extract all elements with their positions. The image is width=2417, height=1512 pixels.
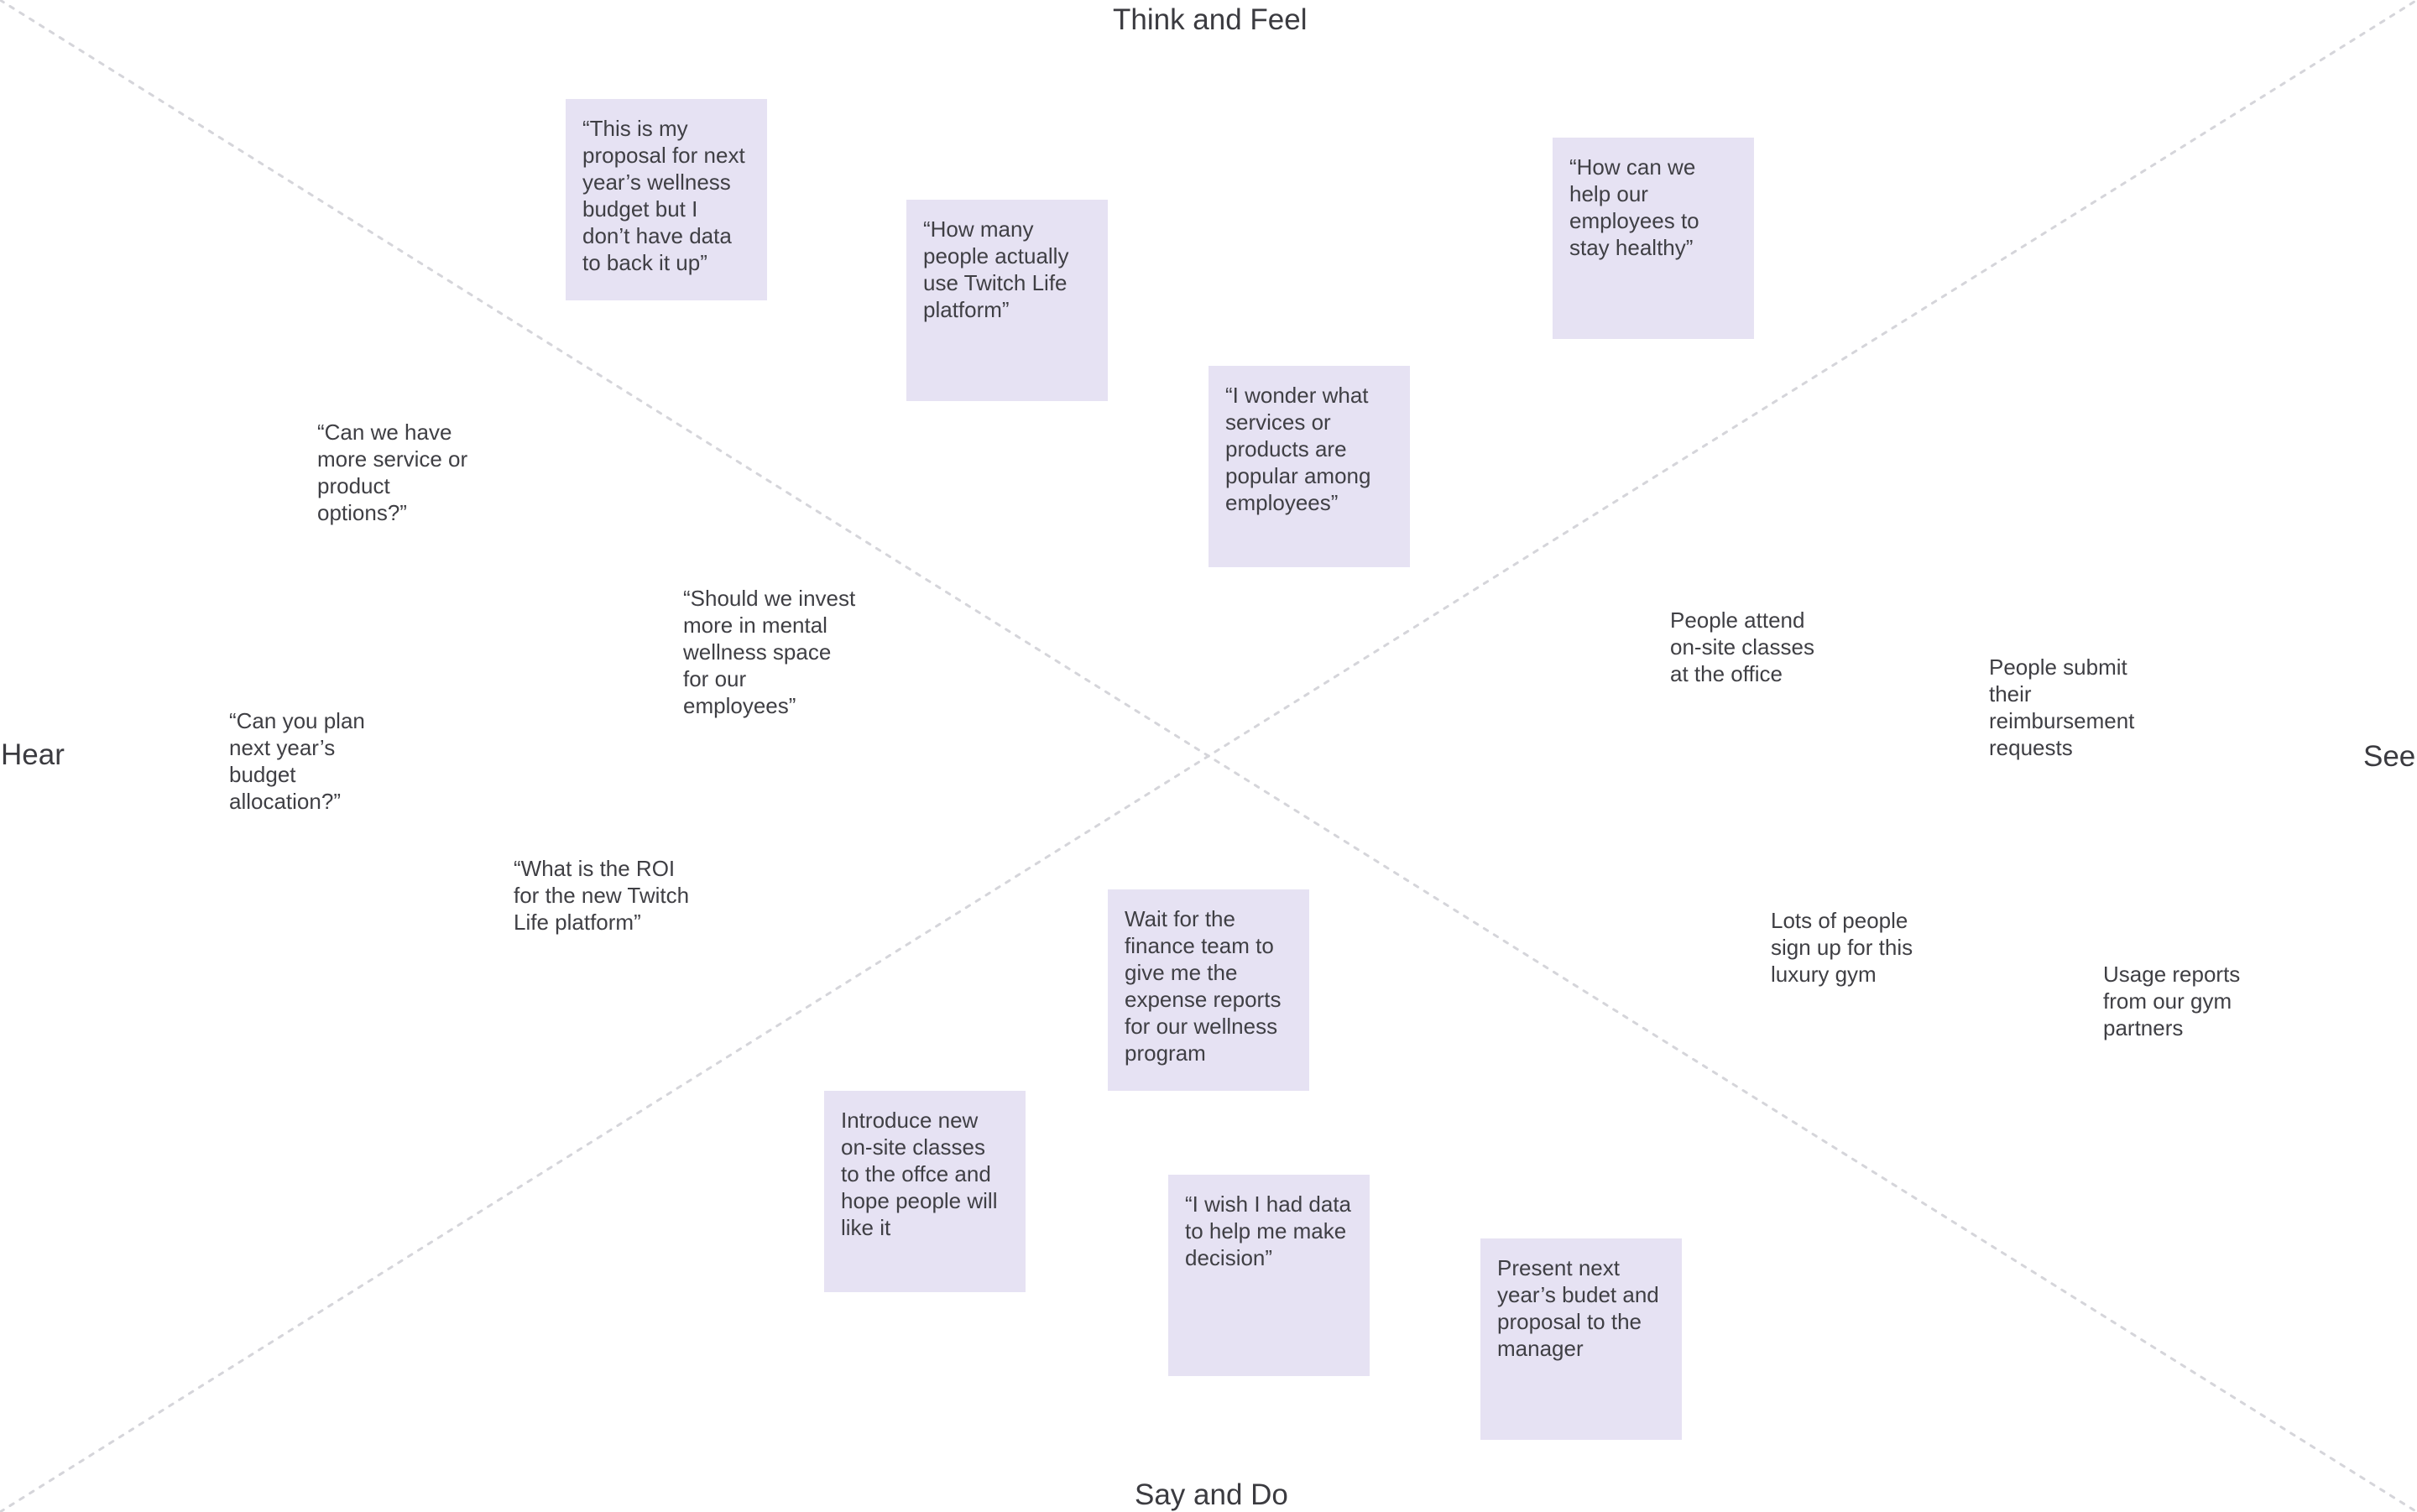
quadrant-label-say-and-do: Say and Do	[1135, 1478, 1288, 1511]
sticky-note[interactable]: Introduce new on-site classes to the off…	[824, 1091, 1026, 1292]
see-note[interactable]: Lots of people sign up for this luxury g…	[1771, 908, 1913, 987]
see-note[interactable]: People submit their reimbursement reques…	[1989, 654, 2135, 760]
sticky-note[interactable]: “How many people actually use Twitch Lif…	[906, 200, 1108, 401]
hear-note[interactable]: “Can you plan next year’s budget allocat…	[229, 708, 365, 814]
sticky-note[interactable]: “This is my proposal for next year’s wel…	[566, 99, 767, 300]
sticky-note[interactable]: “I wonder what services or products are …	[1208, 366, 1410, 567]
sticky-note[interactable]: Wait for the finance team to give me the…	[1108, 889, 1309, 1091]
hear-note[interactable]: “Should we invest more in mental wellnes…	[683, 586, 856, 718]
see-note[interactable]: People attend on-site classes at the off…	[1670, 607, 1814, 686]
quadrant-label-think-and-feel: Think and Feel	[1113, 3, 1308, 36]
sticky-note[interactable]: “I wish I had data to help me make decis…	[1168, 1175, 1370, 1376]
sticky-note[interactable]: Present next year’s budet and proposal t…	[1480, 1238, 1682, 1440]
hear-note[interactable]: “What is the ROI for the new Twitch Life…	[514, 856, 690, 935]
quadrant-label-hear: Hear	[1, 738, 65, 771]
see-note[interactable]: Usage reports from our gym partners	[2103, 962, 2241, 1040]
hear-note[interactable]: “Can we have more service or product opt…	[317, 420, 468, 525]
sticky-note[interactable]: “How can we help our employees to stay h…	[1553, 138, 1754, 339]
quadrant-label-see: See	[2363, 740, 2416, 773]
